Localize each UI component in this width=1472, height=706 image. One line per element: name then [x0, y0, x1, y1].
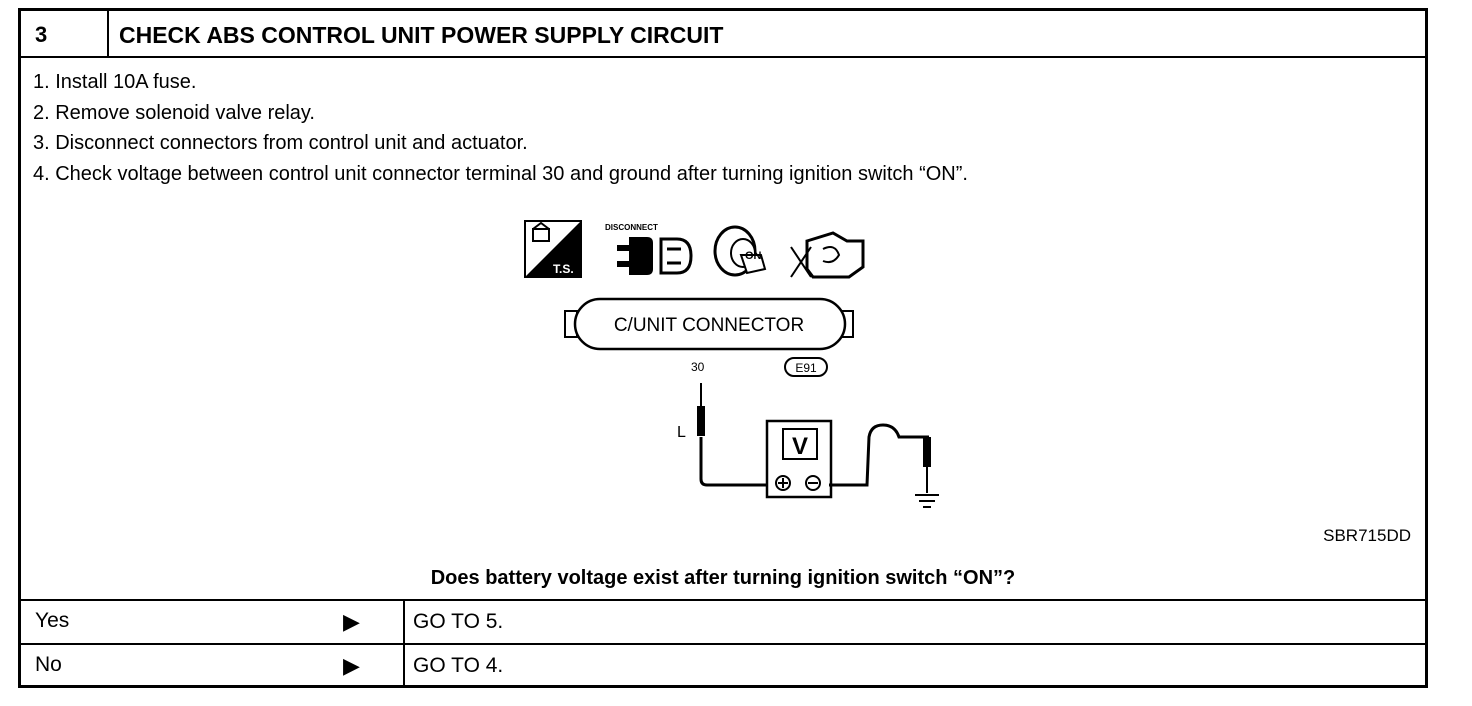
tester-icon: T.S. — [524, 220, 582, 278]
arrow-right-icon: ▶ — [343, 609, 360, 634]
result-text: GO TO 4. — [413, 654, 504, 677]
voltmeter: V — [765, 419, 833, 499]
terminal-number: 30 — [691, 360, 705, 374]
on-label: ON — [745, 250, 762, 262]
engine-off-icon — [790, 231, 865, 279]
answer-row-no: No ▶ GO TO 4. — [21, 643, 1425, 687]
connector-code-badge: E91 — [784, 357, 828, 377]
instruction-step: 4. Check voltage between control unit co… — [33, 162, 968, 185]
procedure-table: 3 CHECK ABS CONTROL UNIT POWER SUPPLY CI… — [18, 8, 1428, 688]
check-question: Does battery voltage exist after turning… — [430, 567, 1016, 589]
connector-label: C/UNIT CONNECTOR — [614, 315, 804, 336]
figure-reference-code: SBR715DD — [1323, 526, 1411, 545]
answer-row-yes: Yes ▶ GO TO 5. — [21, 599, 1425, 643]
result-text: GO TO 5. — [413, 610, 504, 633]
step-number: 3 — [21, 11, 109, 56]
circuit-diagram: T.S. DISCONNECT ON — [524, 220, 939, 508]
result-cell — [403, 601, 405, 643]
connector-code: E91 — [795, 361, 817, 375]
answer-label: Yes — [35, 609, 70, 632]
ground-symbol-icon — [915, 494, 939, 508]
disconnect-icon: DISCONNECT — [605, 223, 693, 275]
instruction-step: 2. Remove solenoid valve relay. — [33, 101, 315, 124]
result-cell — [403, 645, 405, 687]
arrow-right-icon: ▶ — [343, 653, 360, 678]
ignition-on-icon: ON — [713, 225, 767, 277]
meter-label: V — [792, 433, 808, 460]
instruction-step: 3. Disconnect connectors from control un… — [33, 132, 528, 154]
step-title: CHECK ABS CONTROL UNIT POWER SUPPLY CIRC… — [119, 22, 724, 48]
disconnect-label: DISCONNECT — [605, 223, 658, 232]
ts-label: T.S. — [553, 262, 574, 276]
wire-color: L — [677, 424, 686, 441]
header-row: 3 CHECK ABS CONTROL UNIT POWER SUPPLY CI… — [21, 11, 1425, 58]
instruction-list: 1. Install 10A fuse. 2. Remove solenoid … — [33, 67, 968, 189]
answer-label: No — [35, 653, 62, 676]
instruction-step: 1. Install 10A fuse. — [33, 71, 197, 93]
control-unit-connector: C/UNIT CONNECTOR — [564, 297, 854, 351]
